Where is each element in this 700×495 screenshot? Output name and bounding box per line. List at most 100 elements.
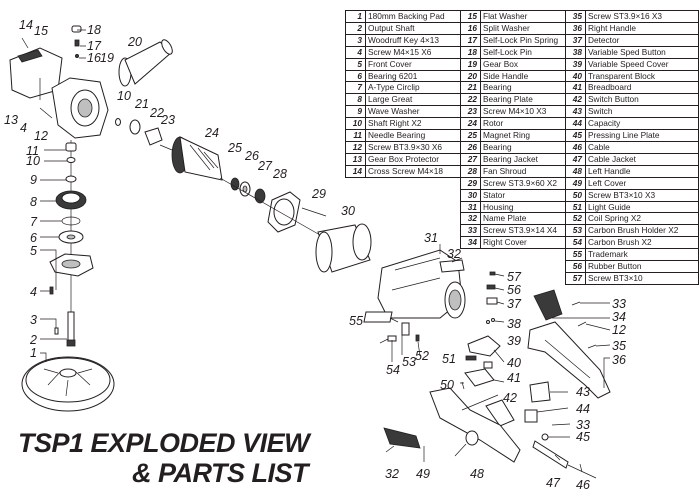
screw-12-left xyxy=(39,107,53,119)
variable-speed-button-38 xyxy=(486,318,495,324)
callout-36: 36 xyxy=(612,353,626,367)
self-lock-pin-18 xyxy=(71,25,82,59)
part-number: 34 xyxy=(460,236,481,250)
page-subtitle: & PARTS LIST xyxy=(132,458,309,488)
part-name: Bearing xyxy=(480,81,572,95)
callout-9: 9 xyxy=(30,173,37,187)
part-name: Coil Spring X2 xyxy=(585,212,699,226)
callout-4-top: 4 xyxy=(20,121,27,135)
part-name: Screw M4×10 X3 xyxy=(480,105,572,119)
callout-57: 57 xyxy=(507,270,522,284)
side-handle-20 xyxy=(118,39,173,87)
part-name: Bearing Jacket xyxy=(480,152,572,166)
screws-33-12-35 xyxy=(571,301,597,349)
fan-shroud-28 xyxy=(267,191,301,233)
part-name: Wave Washer xyxy=(365,105,469,119)
part-number: 39 xyxy=(565,57,586,71)
part-name: Screw BT3.9×30 X6 xyxy=(365,140,469,154)
callout-15: 15 xyxy=(34,24,48,38)
callout-13: 13 xyxy=(4,113,18,127)
breadboard-41 xyxy=(464,368,495,387)
callout-19: 19 xyxy=(100,51,114,65)
part-number: 25 xyxy=(460,129,481,142)
callout-40: 40 xyxy=(507,356,521,370)
part-name: Screw BT3×10 X3 xyxy=(585,188,699,202)
callout-24: 24 xyxy=(204,126,219,140)
part-name: Rubber Button xyxy=(585,260,699,273)
coil-spring-52 xyxy=(415,334,420,342)
part-name: Shaft Right X2 xyxy=(365,117,469,131)
part-number: 36 xyxy=(565,21,586,35)
part-name: Housing xyxy=(480,200,572,214)
part-name: Cable Jacket xyxy=(585,152,699,166)
callout-54: 54 xyxy=(386,363,400,377)
rubber-button-56 xyxy=(486,284,496,290)
part-name: Capacity xyxy=(585,117,699,131)
part-name: Carbon Brush Holder X2 xyxy=(585,224,699,238)
large-gear-8 xyxy=(55,190,87,210)
part-number: 53 xyxy=(565,224,586,238)
screw-57 xyxy=(489,271,496,276)
part-number: 22 xyxy=(460,93,481,107)
needle-bearing-11 xyxy=(65,142,77,152)
callout-12-left: 12 xyxy=(34,129,48,143)
variable-speed-cover-39 xyxy=(467,335,501,357)
screw-4-bottom xyxy=(49,286,54,295)
part-number: 37 xyxy=(565,33,586,47)
part-number: 4 xyxy=(345,45,366,59)
callout-5: 5 xyxy=(30,244,37,258)
part-name: Screw M4×15 X6 xyxy=(365,45,469,59)
part-number: 12 xyxy=(345,140,366,154)
part-name: Side Handle xyxy=(480,69,572,83)
callout-47: 47 xyxy=(546,476,561,490)
part-number: 32 xyxy=(460,212,481,226)
gear-box-19 xyxy=(51,77,109,139)
part-number: 54 xyxy=(565,236,586,250)
callout-34: 34 xyxy=(612,310,626,324)
part-number: 27 xyxy=(460,152,481,166)
part-number: 6 xyxy=(345,69,366,83)
part-number: 29 xyxy=(460,176,481,190)
part-number: 35 xyxy=(565,10,586,23)
cable-jacket-47 xyxy=(532,440,569,469)
part-number: 26 xyxy=(460,140,481,154)
part-name: Gear Box Protector xyxy=(365,152,469,166)
part-name: Self-Lock Pin Spring xyxy=(480,33,572,47)
part-number: 38 xyxy=(565,45,586,59)
part-name: Gear Box xyxy=(480,57,572,71)
callout-53: 53 xyxy=(402,355,416,369)
callout-8: 8 xyxy=(30,195,37,209)
part-number: 8 xyxy=(345,93,366,107)
callout-31: 31 xyxy=(424,231,438,245)
callout-labels: 14 15 18 17 16 19 20 13 4 12 10 21 22 23… xyxy=(4,18,626,492)
part-name: Switch xyxy=(585,105,699,119)
callout-39: 39 xyxy=(507,334,521,348)
part-number: 57 xyxy=(565,271,586,285)
callout-55: 55 xyxy=(349,314,363,328)
part-name: Stator xyxy=(480,188,572,202)
part-name: Name Plate xyxy=(480,212,572,226)
part-name: Right Handle xyxy=(585,21,699,35)
bearing-6201-6 xyxy=(58,230,84,244)
callout-12-right: 12 xyxy=(612,323,626,337)
callout-1: 1 xyxy=(30,346,37,360)
part-number: 33 xyxy=(460,224,481,238)
switch-button-42 xyxy=(485,399,515,427)
